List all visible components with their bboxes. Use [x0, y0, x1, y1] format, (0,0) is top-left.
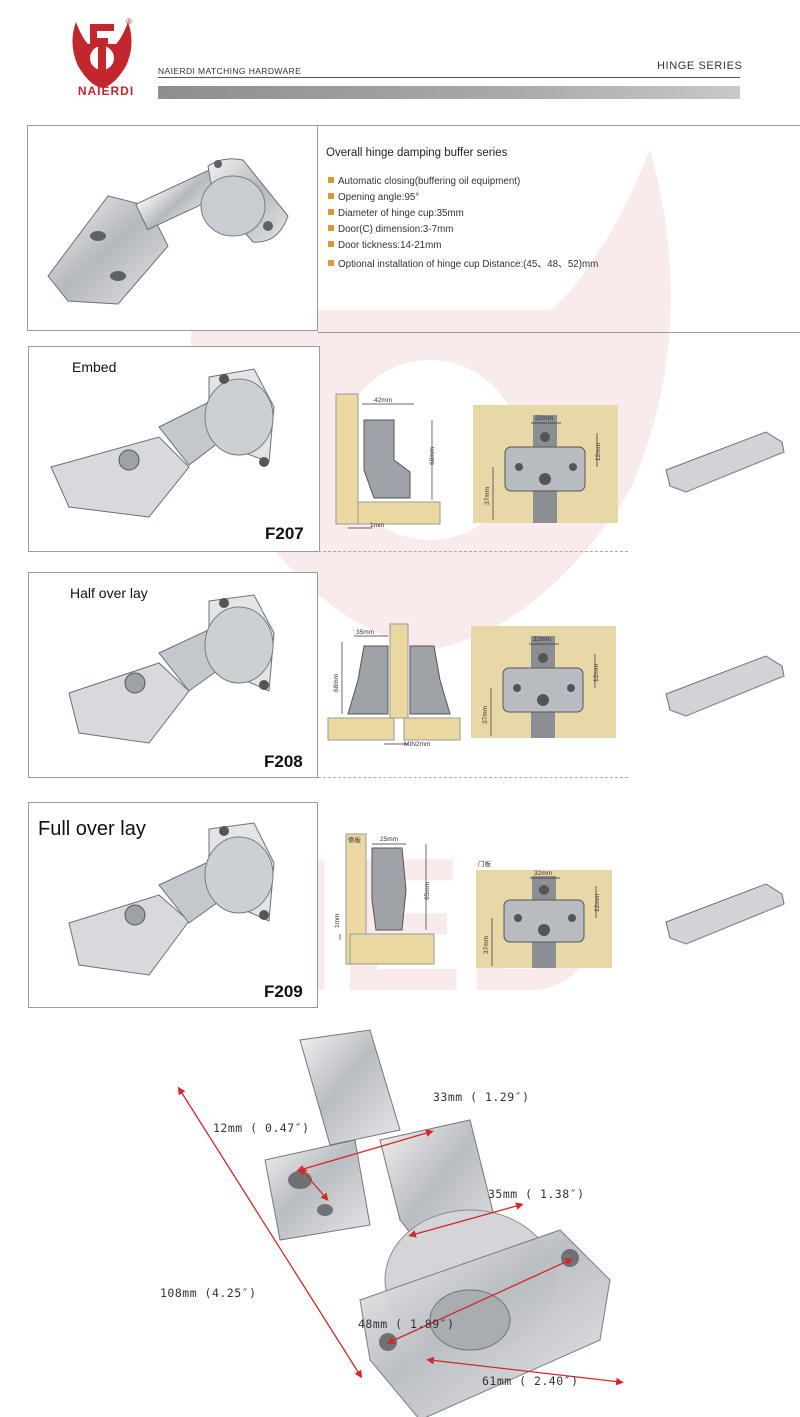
header-rule — [158, 77, 740, 78]
dim-width: 42mm — [374, 397, 392, 404]
dim-48-label: 48mm ( 1.89″) — [358, 1317, 455, 1331]
hinge-dimension-drawing: 33mm ( 1.29″) 12mm ( 0.47″) 35mm ( 1.38″… — [160, 1029, 624, 1417]
bullet-icon — [328, 193, 334, 199]
series-title: HINGE SERIES — [657, 60, 743, 72]
dim-width: 32mm — [535, 415, 553, 422]
plate-dimension-diagram: 32mm 12mm 37mm — [473, 405, 618, 523]
svg-text:®: ® — [126, 17, 132, 26]
dim-width: 35mm — [356, 629, 374, 636]
hinge-photo — [68, 594, 275, 744]
arrow-61 — [426, 1356, 624, 1386]
dim-height: 12mm — [594, 894, 601, 912]
spec-item: Diameter of hinge cup:35mm — [328, 208, 464, 219]
dim-gap: MIN2mm — [404, 741, 430, 748]
dim-33-label: 33mm ( 1.29″) — [433, 1090, 530, 1104]
side-dimension-diagram: 35mm 68mm MIN2mm — [327, 623, 461, 748]
spec-item: Automatic closing(buffering oil equipmen… — [328, 176, 520, 187]
arrow-108 — [177, 1086, 363, 1379]
dim-height: 12mm — [593, 664, 600, 682]
variant-label: Embed — [72, 359, 117, 375]
dim-vertical: 37mm — [483, 936, 490, 954]
intro-title: Overall hinge damping buffer series — [326, 147, 508, 159]
variant-photo-frame — [28, 802, 318, 1008]
model-number: F209 — [264, 982, 303, 1001]
cover-cap-photo — [665, 431, 785, 493]
model-number: F208 — [264, 752, 303, 771]
dim-108-label: 108mm (4.25″) — [160, 1286, 257, 1300]
bullet-icon — [328, 241, 334, 247]
section-divider — [318, 551, 628, 552]
naierdi-logo: ® — [72, 17, 132, 88]
plate-dimension-diagram: 门板 32mm 12mm 37mm — [470, 856, 618, 968]
spec-item: Door tickness:14-21mm — [328, 240, 441, 251]
variant-photo-frame — [28, 346, 320, 552]
dim-vertical: 37mm — [484, 487, 491, 505]
side-dimension-diagram: 侧板 25mm 65mm 1mm — [334, 833, 435, 965]
model-number: F207 — [265, 524, 304, 543]
spec-item: Optional installation of hinge cup Dista… — [328, 256, 598, 270]
variant-label: Full over lay — [38, 818, 146, 840]
brand-name: NAIERDI — [77, 84, 135, 98]
dim-gap: 1mm — [370, 522, 384, 529]
header-bar — [158, 86, 740, 99]
dim-gap: 1mm — [334, 914, 341, 928]
cover-cap-photo — [665, 883, 785, 945]
section-divider — [318, 777, 628, 778]
spec-item: Door(C) dimension:3-7mm — [328, 224, 453, 235]
dim-12-label: 12mm ( 0.47″) — [213, 1121, 310, 1135]
plate-dimension-diagram: 32mm 12mm 37mm — [471, 626, 616, 738]
intro-text-frame — [318, 125, 800, 333]
spec-item: Opening angle:95° — [328, 192, 419, 203]
dim-width: 32mm — [533, 636, 551, 643]
bullet-icon — [328, 225, 334, 231]
cover-cap-photo — [665, 655, 785, 717]
dim-height: 68mm — [429, 447, 436, 465]
dim-height: 68mm — [333, 674, 340, 692]
tagline: NAIERDI MATCHING HARDWARE — [158, 66, 302, 76]
bullet-icon — [328, 209, 334, 215]
side-dimension-diagram: 42mm 68mm 1mm — [335, 393, 441, 529]
variant-photo-frame — [28, 572, 318, 778]
dim-width: 25mm — [380, 836, 398, 843]
arrow-33 — [296, 1129, 434, 1173]
dim-61-label: 61mm ( 2.40″) — [482, 1374, 579, 1388]
hinge-photo — [50, 368, 275, 518]
dim-width: 32mm — [534, 870, 552, 877]
dim-vertical: 37mm — [482, 706, 489, 724]
dim-tag: 侧板 — [348, 835, 362, 844]
dim-35-label: 35mm ( 1.38″) — [488, 1187, 585, 1201]
bullet-icon — [328, 260, 334, 266]
arrow-35 — [408, 1202, 524, 1238]
dim-height: 12mm — [595, 443, 602, 461]
arrow-48 — [386, 1258, 574, 1344]
dim-tag: 门板 — [478, 859, 492, 868]
hinge-photo — [68, 822, 275, 976]
intro-photo-frame — [27, 125, 318, 331]
arrow-12 — [299, 1167, 329, 1201]
variant-label: Half over lay — [70, 585, 148, 601]
hinge-photo — [47, 158, 289, 305]
dim-height: 65mm — [424, 882, 431, 900]
bullet-icon — [328, 177, 334, 183]
hinge-body — [264, 1029, 611, 1417]
